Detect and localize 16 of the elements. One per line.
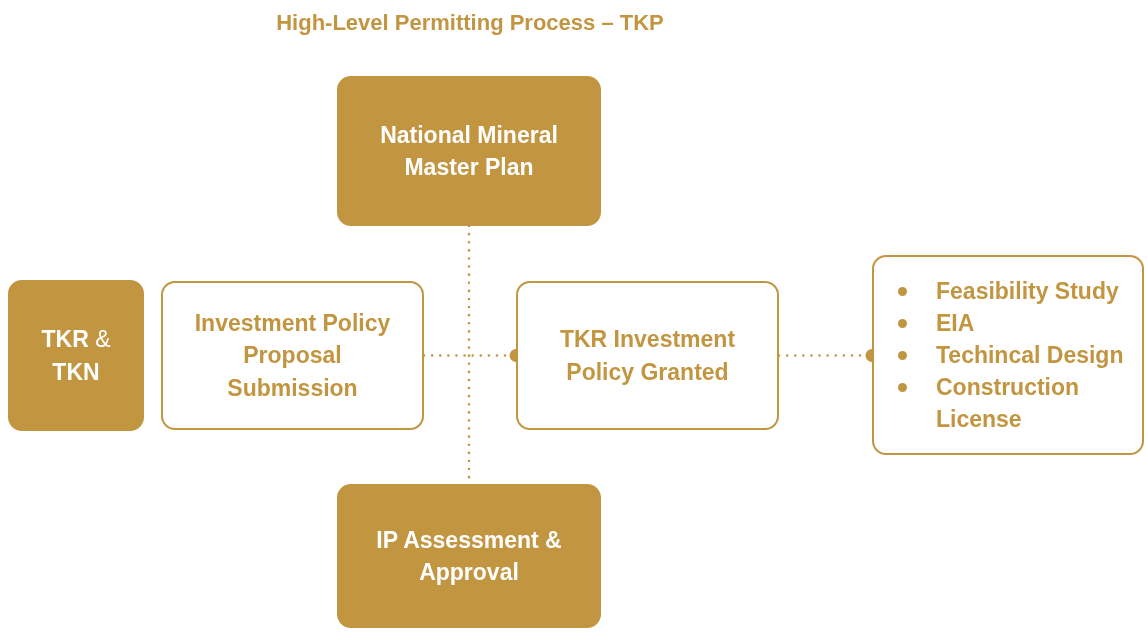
box-label: National Mineral Master Plan: [379, 120, 559, 182]
list-box: [872, 255, 1144, 455]
diagram-title: High-Level Permitting Process – TKP: [275, 10, 665, 36]
list-item: Techincal Design: [898, 338, 1124, 372]
list-item: EIA: [898, 306, 975, 339]
process-box: [337, 484, 601, 628]
box-label: TKR Investment Policy Granted: [558, 325, 737, 387]
process-box: [516, 281, 779, 430]
box-label: TKR & TKN: [40, 325, 112, 387]
process-box: [337, 76, 601, 226]
list-item: Feasibility Study: [898, 274, 1119, 307]
list-item: Construction License: [898, 371, 1128, 436]
process-box: [161, 281, 424, 430]
box-label: Investment Policy Proposal Submission: [193, 309, 392, 403]
box-label: IP Assessment & Approval: [375, 525, 563, 587]
process-box: [8, 280, 144, 431]
